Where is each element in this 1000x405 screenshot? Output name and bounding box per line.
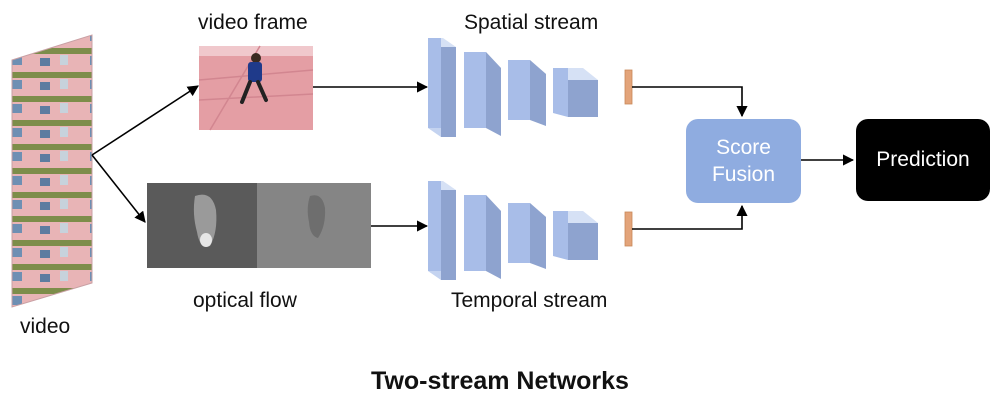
- arrow-video-to-flow: [91, 154, 146, 223]
- optical-flow-image: [147, 183, 371, 268]
- prediction-box: Prediction: [856, 119, 990, 201]
- temporal-stream-label: Temporal stream: [451, 289, 608, 312]
- temporal-stream-cnn: [428, 181, 598, 280]
- video-frame-image: [198, 45, 314, 131]
- spatial-stream-label: Spatial stream: [464, 11, 599, 34]
- arrow-temporal-to-fusion: [632, 204, 748, 230]
- video-stack-image: [11, 34, 93, 308]
- diagram-caption: Two-stream Networks: [371, 367, 629, 395]
- score-fusion-line2: Fusion: [711, 163, 776, 186]
- temporal-feature-bar: [624, 211, 633, 247]
- score-fusion-box: Score Fusion: [686, 119, 801, 203]
- spatial-feature-bar: [624, 69, 633, 105]
- score-fusion-line1: Score: [716, 135, 771, 159]
- spatial-stream-cnn: [428, 38, 598, 137]
- video-label: video: [20, 315, 71, 338]
- arrow-video-to-frame: [91, 85, 199, 156]
- prediction-label: Prediction: [876, 148, 970, 172]
- optical-flow-label: optical flow: [193, 289, 297, 312]
- video-frame-label: video frame: [198, 11, 308, 34]
- arrow-spatial-to-fusion: [632, 86, 748, 118]
